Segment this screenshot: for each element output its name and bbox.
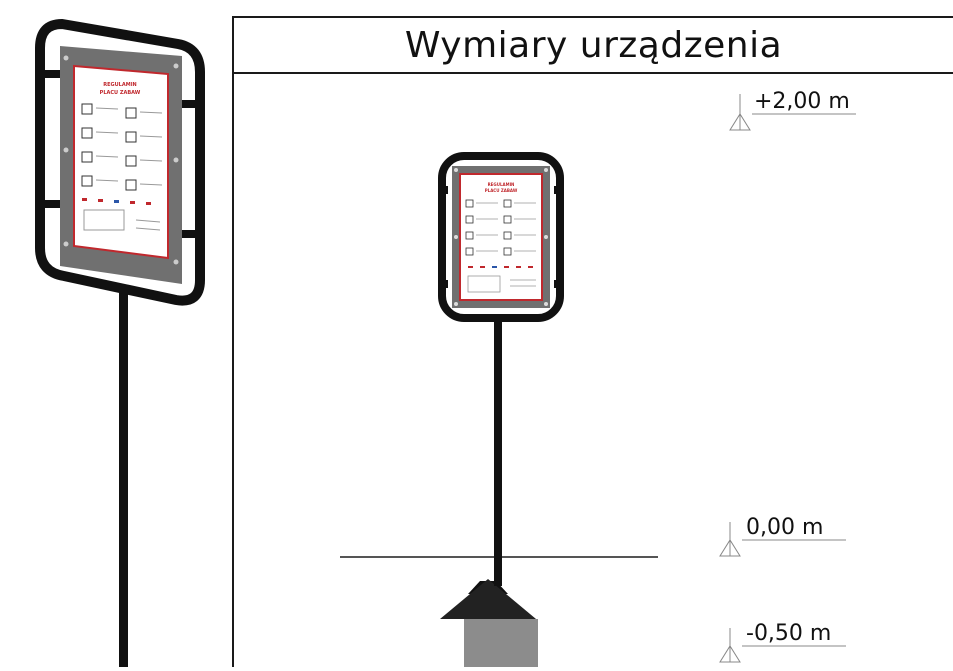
frame-bar <box>438 280 448 288</box>
screw-icon <box>544 168 548 172</box>
sign-frame <box>438 152 564 322</box>
frame-bar <box>180 100 204 108</box>
elevation-marker-bottom: -0,50 m <box>719 621 846 663</box>
page-title: Wymiary urządzenia <box>404 24 783 66</box>
sign-heading-2: PLACU ZABAW <box>100 90 141 96</box>
elevation-marker-ground: 0,00 m <box>719 515 846 557</box>
title-bar: Wymiary urządzenia <box>234 18 953 74</box>
elevation-drawing: +2,00 m 0,00 m -0,50 m <box>340 89 856 667</box>
sign-frame <box>35 18 205 306</box>
sign-heading-1: REGULAMIN <box>488 182 515 187</box>
no-smoking-icon <box>503 199 512 208</box>
emergency-numbers <box>468 266 533 268</box>
screw-icon <box>63 241 69 247</box>
no-bikes-icon <box>81 127 93 139</box>
no-bikes-icon <box>465 215 474 224</box>
playground-icon <box>465 247 474 256</box>
no-dogs-icon <box>465 199 474 208</box>
sign-pole <box>119 285 128 667</box>
pictogram-grid <box>81 103 137 191</box>
perspective-view: REGULAMIN PLACU ZABAW <box>0 0 232 667</box>
foundation-block <box>464 619 538 667</box>
sign-board <box>459 173 543 301</box>
screw-icon <box>454 302 458 306</box>
pictogram-text-lines <box>95 107 163 186</box>
screw-icon <box>173 259 179 265</box>
elevation-label-ground: 0,00 m <box>746 515 823 540</box>
playground-icon <box>465 231 474 240</box>
sign-pole <box>494 318 502 586</box>
playground-icon <box>81 151 93 163</box>
no-glass-icon <box>125 131 137 143</box>
footer-line <box>135 227 161 231</box>
sign-heading-2: PLACU ZABAW <box>485 188 518 193</box>
screw-icon <box>454 235 458 239</box>
no-dogs-icon <box>81 103 93 115</box>
caution-icon <box>503 231 512 240</box>
screw-icon <box>173 157 179 163</box>
screw-icon <box>63 55 69 61</box>
screw-icon <box>63 147 69 153</box>
caution-icon <box>125 155 137 167</box>
pictogram-text-lines <box>476 202 536 252</box>
frame-bar <box>554 186 564 194</box>
no-smoking-icon <box>125 107 137 119</box>
frame-bar <box>180 230 204 238</box>
footer-line <box>135 219 161 223</box>
sign-heading-1: REGULAMIN <box>103 82 137 88</box>
info-box <box>467 275 501 293</box>
elevation-label-top: +2,00 m <box>754 89 850 114</box>
screw-icon <box>173 63 179 69</box>
screw-icon <box>454 168 458 172</box>
screw-icon <box>544 302 548 306</box>
foundation-cone <box>440 579 536 619</box>
playground-icon <box>81 175 93 187</box>
perspective-drawing: REGULAMIN PLACU ZABAW <box>35 18 205 667</box>
frame-bar <box>36 70 62 78</box>
no-glass-icon <box>503 215 512 224</box>
elevation-label-bottom: -0,50 m <box>746 621 831 646</box>
emergency-numbers <box>82 198 151 205</box>
info-box <box>83 209 125 231</box>
caution-icon <box>125 179 137 191</box>
dimensions-panel: Wymiary urządzenia +2,00 m 0,00 m -0,50 … <box>232 16 953 667</box>
frame-bar <box>438 186 448 194</box>
frame-bar <box>554 280 564 288</box>
elevation-marker-top: +2,00 m <box>729 89 856 131</box>
screw-icon <box>544 235 548 239</box>
caution-icon <box>503 247 512 256</box>
pictogram-grid <box>465 199 512 256</box>
frame-bar <box>36 200 62 208</box>
